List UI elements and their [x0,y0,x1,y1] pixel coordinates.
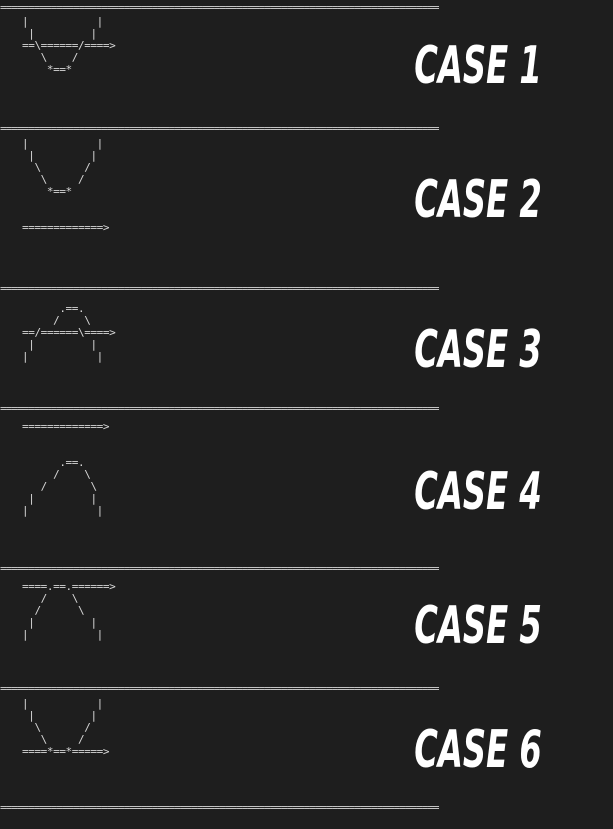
case-5-ascii-diagram: ====.==.======> / \ / \ | | | | [22,580,116,641]
case-4-label: CASE 4 [414,462,542,522]
case-6-ascii-diagram: | | | | \ / \ / ====*==*=====> [22,697,110,758]
case-2-ascii-diagram: | | | | \ / \ / *==* =============> [22,137,110,234]
case-3-ascii-diagram: .==. / \ ==/======\====> | | | | [22,302,116,363]
separator-line: ========================================… [0,683,440,695]
case-1-ascii-diagram: | | | | ==\======/====> \ / *==* [22,15,116,76]
case-3-label: CASE 3 [414,320,542,380]
separator-line: ========================================… [0,2,440,14]
case-1-label: CASE 1 [414,36,542,96]
separator-line: ========================================… [0,403,440,415]
case-5-label: CASE 5 [414,596,542,656]
case-6-label: CASE 6 [414,720,542,780]
separator-line: ========================================… [0,123,440,135]
separator-line: ========================================… [0,802,440,814]
separator-line: ========================================… [0,563,440,575]
case-4-ascii-diagram: =============> .==. / \ / \ | | | | [22,420,110,517]
separator-line: ========================================… [0,283,440,295]
case-2-label: CASE 2 [414,170,542,230]
